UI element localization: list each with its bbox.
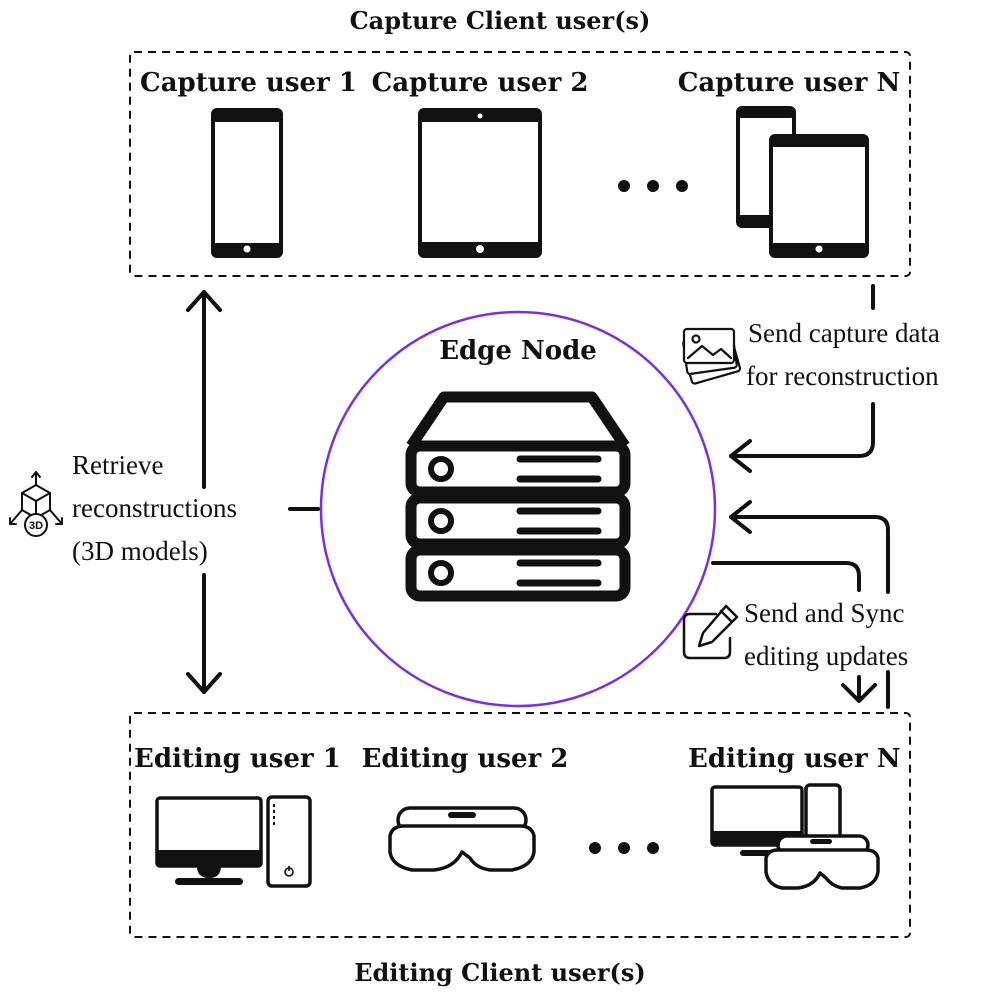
editing-user-1-label: Editing user 1 [134, 744, 341, 774]
sync-editing-line-2: editing updates [744, 641, 909, 671]
send-capture-line-2: for reconstruction [746, 361, 939, 391]
editing-user-n-label: Editing user N [688, 744, 901, 774]
vr-headset-icon [388, 806, 536, 872]
3d-model-icon [9, 471, 63, 537]
send-capture-arrow [729, 284, 875, 473]
editing-group-title: Editing Client user(s) [354, 958, 646, 987]
sync-editing-arrows [711, 500, 890, 709]
sync-editing-line-1: Send and Sync [744, 598, 905, 628]
capture-user-n-label: Capture user N [677, 68, 901, 98]
capture-user-2-label: Capture user 2 [371, 68, 589, 98]
retrieve-line-2: reconstructions [72, 493, 237, 523]
edge-node-circle [319, 310, 717, 708]
retrieve-line-3: (3D models) [72, 536, 208, 566]
capture-user-1-label: Capture user 1 [140, 68, 357, 98]
server-stack-icon [405, 391, 631, 602]
3d-badge-text: 3D [29, 520, 43, 532]
phone-and-tablet-icon [736, 106, 869, 258]
capture-ellipsis [618, 180, 688, 192]
capture-group-title: Capture Client user(s) [349, 6, 651, 35]
edge-node-label: Edge Node [439, 336, 597, 366]
images-icon [682, 327, 742, 385]
desktop-computer-icon [155, 795, 312, 888]
editing-group-box [129, 712, 911, 938]
edit-pen-icon [682, 604, 739, 660]
capture-group-box [129, 51, 911, 277]
retrieve-arrow [186, 290, 320, 694]
desktop-and-vr-icon [710, 783, 880, 890]
editing-ellipsis [589, 842, 659, 854]
editing-user-2-label: Editing user 2 [361, 744, 569, 774]
tablet-icon [418, 108, 542, 258]
phone-icon [211, 108, 283, 258]
send-capture-line-1: Send capture data [748, 318, 940, 348]
retrieve-line-1: Retrieve [72, 450, 164, 480]
